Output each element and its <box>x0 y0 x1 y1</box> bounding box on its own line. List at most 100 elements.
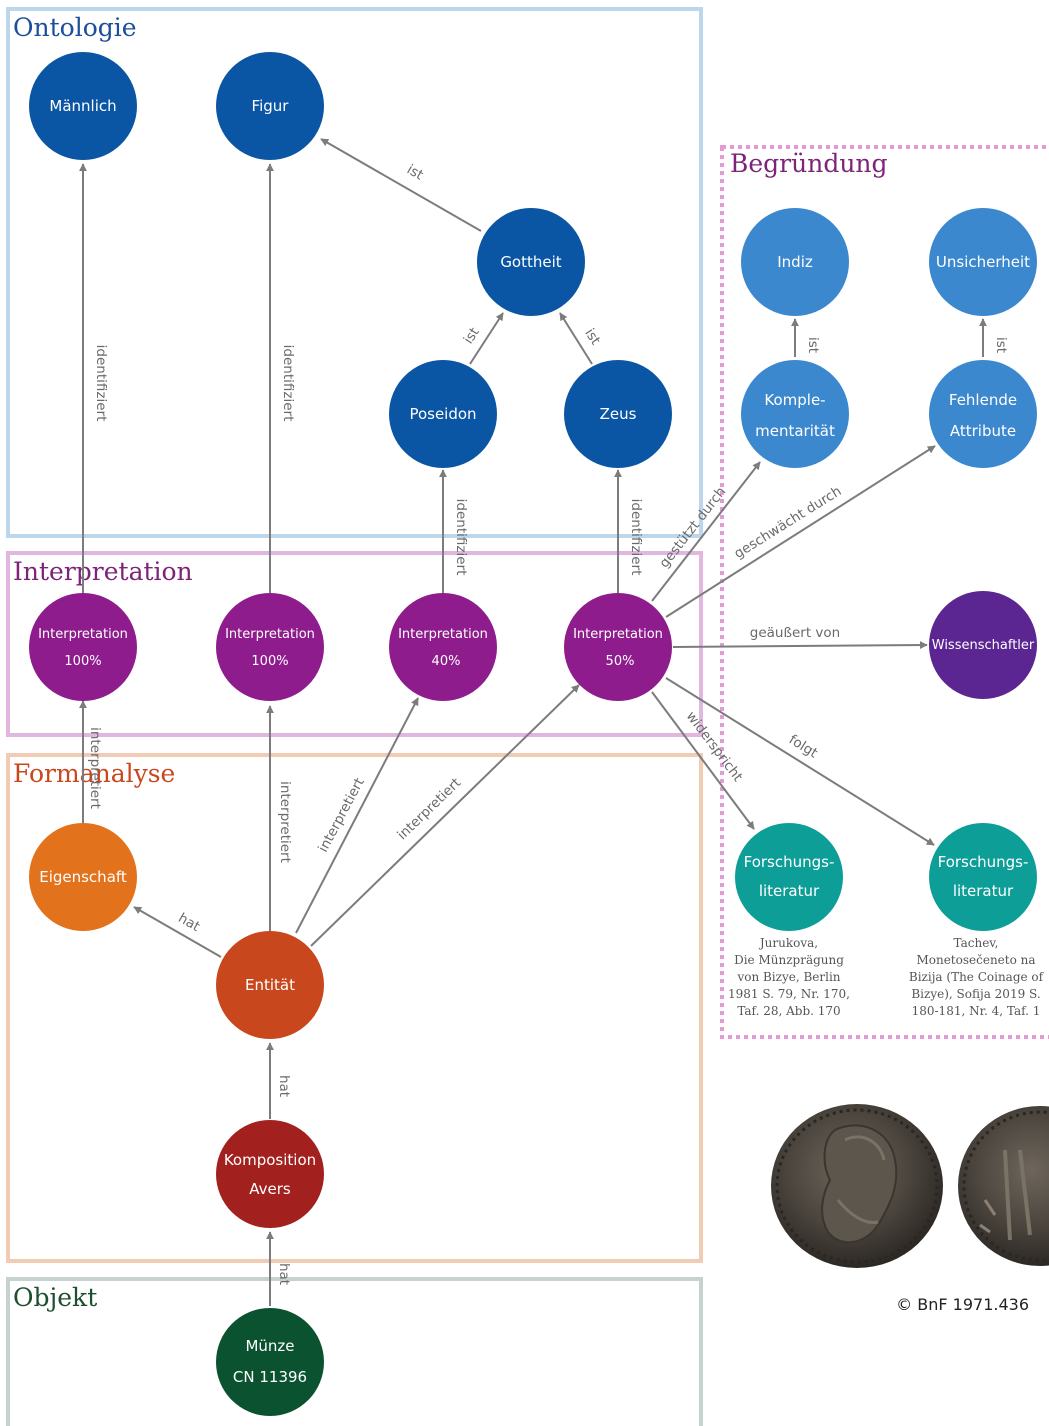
node-entitaet: Entität <box>216 931 324 1039</box>
node-indiz: Indiz <box>741 208 849 316</box>
node-interpretation-1: Interpretation 100% <box>29 593 137 701</box>
node-label: Interpretation <box>225 627 315 642</box>
node-circle <box>216 1308 324 1416</box>
edge-label: ist <box>993 337 1009 353</box>
node-label: Avers <box>249 1180 291 1198</box>
frame-ontologie <box>6 7 703 538</box>
reference-line: Die Münzprägung <box>734 953 844 967</box>
frame-objekt <box>6 1277 703 1426</box>
edge-label: interpretiert <box>277 781 293 863</box>
node-circle <box>929 360 1037 468</box>
node-circle <box>216 52 324 160</box>
node-circle <box>29 52 137 160</box>
node-label: Interpretation <box>573 627 663 642</box>
reference-line: 1981 S. 79, Nr. 170, <box>728 987 850 1001</box>
node-circle <box>929 591 1037 699</box>
edge-label: ist <box>461 325 483 347</box>
title-interpretation: Interpretation <box>13 557 193 586</box>
node-wissenschaftler: Wissenschaftler <box>929 591 1037 699</box>
node-forschungsliteratur-1: Forschungs- literatur <box>735 823 843 931</box>
node-label: mentarität <box>755 422 835 440</box>
node-label: literatur <box>953 882 1014 900</box>
node-unsicherheit: Unsicherheit <box>929 208 1037 316</box>
title-begruendung: Begründung <box>730 149 888 178</box>
edge-label: hat <box>276 1263 292 1285</box>
node-label: Männlich <box>49 97 116 115</box>
node-interpretation-4: Interpretation 50% <box>564 593 672 701</box>
node-label: 50% <box>606 654 635 669</box>
edge-entitaet-eigenschaft <box>133 906 222 958</box>
edge-entitaet-interp3 <box>295 697 419 934</box>
node-circle <box>216 931 324 1039</box>
edge-label: interpretiert <box>87 727 103 809</box>
node-maennlich: Männlich <box>29 52 137 160</box>
edge-interp4-forschung1 <box>651 691 755 830</box>
reference-line: Bizija (The Coinage of <box>909 970 1045 984</box>
edge-label: gestützt durch <box>656 484 729 571</box>
edge-gottheit-figur <box>320 138 482 232</box>
node-circle <box>216 1120 324 1228</box>
edge-label: identifiziert <box>93 345 109 422</box>
node-label: 100% <box>251 654 288 669</box>
edge-label: hat <box>175 910 202 935</box>
reference-line: Jurukova, <box>758 936 818 950</box>
edge-label: ist <box>805 337 821 353</box>
edge-zeus-gottheit <box>559 312 593 365</box>
copyright-caption: © BnF 1971.436 <box>896 1295 1029 1314</box>
reference-line: von Bizye, Berlin <box>736 970 840 984</box>
node-circle <box>741 208 849 316</box>
node-circle <box>29 823 137 931</box>
node-label: Interpretation <box>38 627 128 642</box>
node-circle <box>389 593 497 701</box>
node-label: Komple- <box>764 391 825 409</box>
title-objekt: Objekt <box>13 1283 97 1312</box>
node-circle <box>929 823 1037 931</box>
edge-poseidon-gottheit <box>469 312 504 365</box>
section-titles: Ontologie Begründung Interpretation Form… <box>13 13 888 1312</box>
title-ontologie: Ontologie <box>13 13 137 42</box>
node-forschungsliteratur-2: Forschungs- literatur <box>929 823 1037 931</box>
edge-label: identifiziert <box>453 499 469 576</box>
node-label: 40% <box>432 654 461 669</box>
node-label: Unsicherheit <box>936 253 1030 271</box>
node-fehlende-attribute: Fehlende Attribute <box>929 360 1037 468</box>
edge-interp4-fehlende <box>665 445 936 618</box>
edges <box>79 138 987 1306</box>
frame-interpretation <box>6 551 703 737</box>
node-figur: Figur <box>216 52 324 160</box>
edge-label: interpretiert <box>315 775 368 855</box>
nodes: Männlich Figur Gottheit Poseidon Zeus In… <box>29 52 1037 1416</box>
edge-entitaet-interp4 <box>310 684 580 947</box>
node-komplementaritaet: Komple- mentarität <box>741 360 849 468</box>
edge-label: ist <box>404 162 426 184</box>
node-zeus: Zeus <box>564 360 672 468</box>
node-circle <box>929 208 1037 316</box>
node-poseidon: Poseidon <box>389 360 497 468</box>
reference-tachev: Tachev, Monetosečeneto na Bizija (The Co… <box>909 936 1045 1018</box>
coin-reverse-image <box>958 1106 1049 1266</box>
edge-label: identifiziert <box>628 499 644 576</box>
reference-line: Monetosečeneto na <box>916 953 1035 967</box>
node-circle <box>216 593 324 701</box>
node-gottheit: Gottheit <box>477 208 585 316</box>
node-label: Gottheit <box>500 253 561 271</box>
reference-jurukova: Jurukova, Die Münzprägung von Bizye, Ber… <box>728 936 850 1018</box>
node-label: Entität <box>245 976 295 994</box>
node-circle <box>477 208 585 316</box>
edge-label: hat <box>276 1075 292 1097</box>
node-circle <box>735 823 843 931</box>
node-label: Wissenschaftler <box>932 638 1035 653</box>
edge-interp4-wissenschaftler <box>672 641 928 650</box>
node-muenze: Münze CN 11396 <box>216 1308 324 1416</box>
reference-line: Taf. 28, Abb. 170 <box>737 1004 840 1018</box>
edge-interp4-komplementaritaet <box>651 461 761 602</box>
node-interpretation-2: Interpretation 100% <box>216 593 324 701</box>
edge-label: identifiziert <box>280 345 296 422</box>
edge-label: interpretiert <box>394 775 464 843</box>
node-circle <box>29 593 137 701</box>
edge-label: geäußert von <box>750 625 840 641</box>
reference-line: Tachev, <box>954 936 999 950</box>
node-label: Eigenschaft <box>39 868 127 886</box>
node-label: 100% <box>64 654 101 669</box>
